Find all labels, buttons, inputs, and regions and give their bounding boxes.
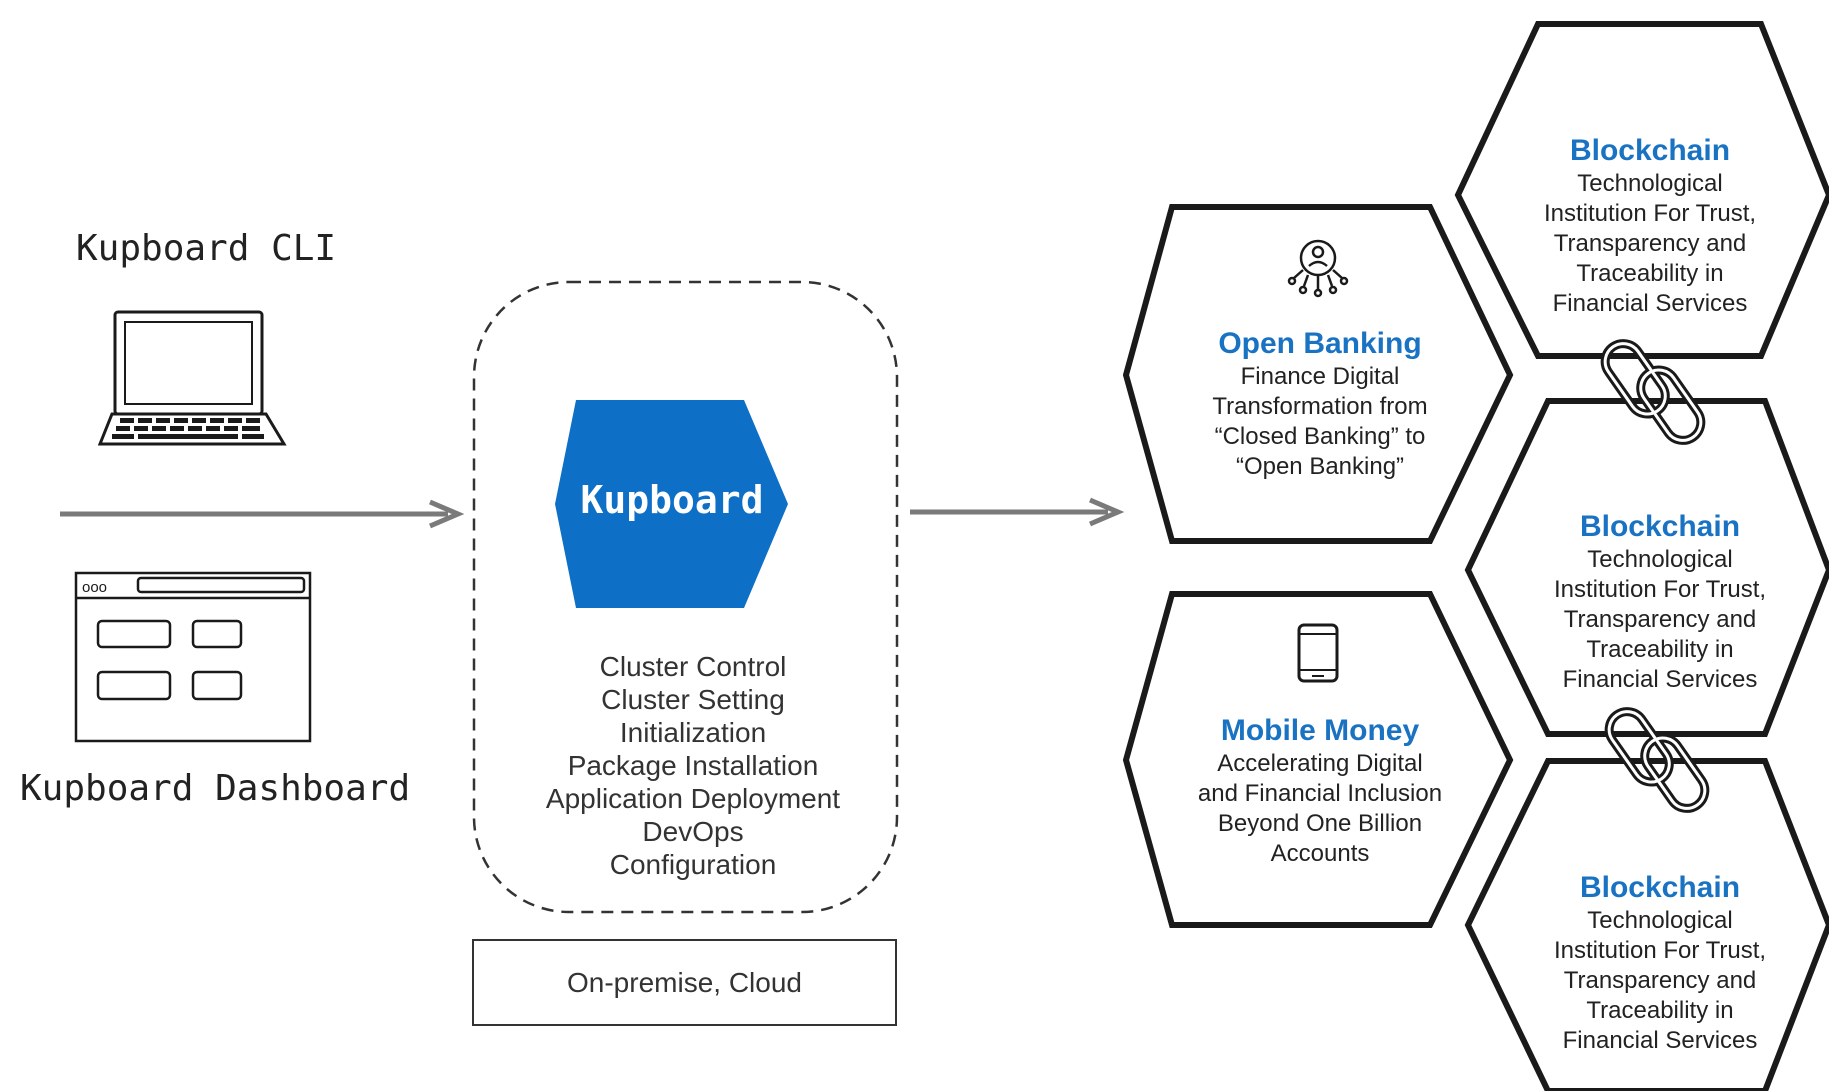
service-desc-line: Transparency and: [1563, 606, 1757, 633]
service-desc-line: Institution For Trust,: [1543, 200, 1757, 227]
platform-container: [472, 280, 899, 914]
service-desc-line: Traceability in: [1576, 260, 1724, 287]
service-title: Blockchain: [1579, 871, 1741, 904]
arrow-clients-to-platform: [60, 499, 465, 529]
capability-list: Cluster Control Cluster Setting Initiali…: [473, 650, 913, 881]
service-desc-line: Finance Digital: [1240, 363, 1400, 390]
deployment-label: On-premise, Cloud: [567, 966, 802, 998]
mobile-money-text: Mobile Money Accelerating Digital and Fi…: [1165, 713, 1475, 869]
hex-mobile-money: [1122, 591, 1514, 928]
capability-item: Configuration: [609, 849, 777, 880]
chain-link-icon: [1604, 707, 1710, 813]
service-desc-line: Accounts: [1270, 840, 1370, 867]
dashboard-window-icon: [74, 571, 312, 743]
arrow-platform-to-services: [910, 497, 1125, 527]
blockchain-text-3: Blockchain Technological Institution For…: [1510, 870, 1810, 1056]
capability-item: Initialization: [619, 717, 767, 748]
service-desc-line: Traceability in: [1586, 997, 1734, 1024]
service-desc-line: Traceability in: [1586, 636, 1734, 663]
mobile-phone-icon: [1297, 623, 1339, 683]
capability-item: Application Deployment: [545, 783, 841, 814]
service-desc-line: Financial Services: [1562, 1027, 1758, 1054]
blockchain-text-2: Blockchain Technological Institution For…: [1510, 509, 1810, 695]
service-desc-line: Technological: [1587, 907, 1733, 934]
service-title: Mobile Money: [1220, 714, 1420, 747]
window-dots-label: ooo: [82, 579, 107, 596]
hex-blockchain-1: [1454, 21, 1829, 359]
kupboard-hexagon: [555, 400, 788, 608]
service-desc-line: Transparency and: [1563, 967, 1757, 994]
open-banking-network-icon: [1287, 239, 1349, 298]
laptop-icon: [97, 310, 287, 446]
service-desc-line: Technological: [1577, 170, 1723, 197]
capability-item: Package Installation: [567, 750, 819, 781]
service-desc-line: Financial Services: [1552, 290, 1748, 317]
service-desc-line: “Open Banking”: [1235, 453, 1405, 480]
deployment-box: On-premise, Cloud: [472, 939, 897, 1026]
chain-link-icon: [1600, 339, 1706, 445]
capability-item: Cluster Setting: [601, 684, 785, 715]
open-banking-text: Open Banking Finance Digital Transformat…: [1170, 326, 1470, 482]
service-desc-line: Institution For Trust,: [1553, 576, 1767, 603]
hex-blockchain-3: [1464, 758, 1829, 1091]
hex-blockchain-2: [1464, 398, 1829, 737]
hex-open-banking: [1122, 204, 1514, 544]
cli-label: Kupboard CLI: [76, 228, 337, 269]
service-desc-line: and Financial Inclusion: [1197, 780, 1443, 807]
capability-item: DevOps: [642, 816, 744, 847]
kupboard-logo-text: Kupboard: [580, 478, 764, 522]
service-desc-line: Accelerating Digital: [1217, 750, 1423, 777]
service-desc-line: Technological: [1587, 546, 1733, 573]
service-desc-line: “Closed Banking” to: [1214, 423, 1426, 450]
service-desc-line: Transparency and: [1553, 230, 1747, 257]
capability-item: Cluster Control: [599, 651, 787, 682]
service-title: Open Banking: [1218, 327, 1422, 360]
service-desc-line: Beyond One Billion: [1217, 810, 1423, 837]
service-desc-line: Transformation from: [1212, 393, 1428, 420]
service-desc-line: Financial Services: [1562, 666, 1758, 693]
blockchain-text-1: Blockchain Technological Institution For…: [1500, 133, 1800, 319]
service-title: Blockchain: [1579, 510, 1741, 543]
service-desc-line: Institution For Trust,: [1553, 937, 1767, 964]
dashboard-label: Kupboard Dashboard: [20, 768, 411, 809]
service-title: Blockchain: [1569, 134, 1731, 167]
